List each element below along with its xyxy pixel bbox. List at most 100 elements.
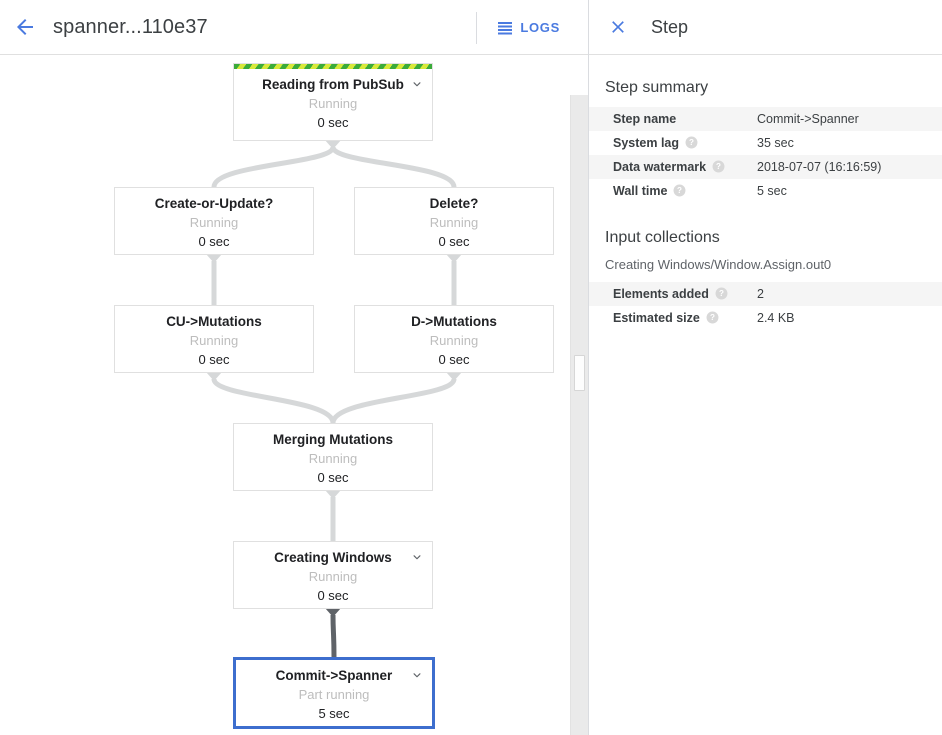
chevron-down-icon[interactable] [410, 77, 424, 91]
help-icon[interactable]: ? [706, 311, 719, 324]
node-elapsed-time: 0 sec [198, 350, 229, 369]
node-status: Running [430, 213, 478, 232]
node-title: Merging Mutations [273, 430, 393, 449]
row-key: Elements added? [589, 282, 757, 306]
step-summary-heading: Step summary [589, 79, 942, 107]
node-elapsed-time: 0 sec [438, 232, 469, 251]
node-body: Merging MutationsRunning0 sec [234, 424, 432, 495]
row-value: 2.4 KB [757, 306, 942, 330]
section-spacer [589, 203, 942, 229]
svg-text:?: ? [719, 289, 724, 298]
toolbar-divider [476, 12, 477, 44]
table-row: Data watermark?2018-07-07 (16:16:59) [589, 155, 942, 179]
row-value: 35 sec [757, 131, 942, 155]
help-icon[interactable]: ? [673, 184, 686, 197]
table-row: Wall time?5 sec [589, 179, 942, 203]
node-title: Commit->Spanner [276, 666, 393, 685]
row-value: 5 sec [757, 179, 942, 203]
node-elapsed-time: 0 sec [317, 113, 348, 132]
graph-node-d-mutations[interactable]: D->MutationsRunning0 sec [354, 305, 554, 373]
node-body: Create-or-Update?Running0 sec [115, 188, 313, 259]
node-elapsed-time: 0 sec [438, 350, 469, 369]
graph-node-creating-windows[interactable]: Creating WindowsRunning0 sec [233, 541, 433, 609]
chevron-down-icon[interactable] [410, 550, 424, 564]
node-title: Creating Windows [274, 548, 392, 567]
node-body: Delete?Running0 sec [355, 188, 553, 259]
row-key: System lag? [589, 131, 757, 155]
node-elapsed-time: 0 sec [198, 232, 229, 251]
job-topbar: spanner...110e37 LOGS [0, 0, 588, 55]
node-body: Creating WindowsRunning0 sec [234, 542, 432, 613]
arrow-back-icon[interactable] [13, 15, 37, 39]
table-row: Step nameCommit->Spanner [589, 107, 942, 131]
node-status: Running [309, 94, 357, 113]
node-title: D->Mutations [411, 312, 497, 331]
node-title: Reading from PubSub [262, 75, 404, 94]
graph-scrollbar-thumb[interactable] [574, 355, 585, 391]
logs-list-icon [497, 20, 513, 36]
page-title: spanner...110e37 [53, 15, 208, 39]
step-details-pane: Step Step summary Step nameCommit->Spann… [589, 0, 942, 735]
node-title: Create-or-Update? [155, 194, 274, 213]
graph-edge [214, 379, 333, 423]
input-collections-heading: Input collections [589, 229, 942, 257]
node-status: Running [430, 331, 478, 350]
graph-edge [333, 615, 334, 657]
row-key: Wall time? [589, 179, 757, 203]
node-elapsed-time: 0 sec [317, 586, 348, 605]
step-panel-content: Step summary Step nameCommit->SpannerSys… [589, 55, 942, 330]
graph-node-reading-from-pubsub[interactable]: Reading from PubSubRunning0 sec [233, 63, 433, 141]
input-collection-name: Creating Windows/Window.Assign.out0 [589, 257, 942, 282]
help-icon[interactable]: ? [685, 136, 698, 149]
step-panel-header: Step [589, 0, 942, 55]
row-value: 2 [757, 282, 942, 306]
graph-edge-arrow [325, 140, 341, 149]
node-body: D->MutationsRunning0 sec [355, 306, 553, 377]
graph-edge [333, 379, 454, 423]
svg-text:?: ? [677, 186, 682, 195]
table-row: Elements added?2 [589, 282, 942, 306]
row-key: Step name [589, 107, 757, 131]
graph-node-commit-spanner[interactable]: Commit->SpannerPart running5 sec [233, 657, 435, 729]
node-status: Running [190, 331, 238, 350]
svg-text:?: ? [716, 162, 721, 171]
logs-button-label: LOGS [520, 20, 560, 35]
table-row: Estimated size?2.4 KB [589, 306, 942, 330]
node-title: CU->Mutations [166, 312, 262, 331]
row-key: Data watermark? [589, 155, 757, 179]
row-value: Commit->Spanner [757, 107, 942, 131]
graph-node-delete[interactable]: Delete?Running0 sec [354, 187, 554, 255]
logs-button[interactable]: LOGS [497, 20, 560, 36]
step-summary-table: Step nameCommit->SpannerSystem lag?35 se… [589, 107, 942, 203]
node-status: Running [190, 213, 238, 232]
svg-text:?: ? [710, 313, 715, 322]
help-icon[interactable]: ? [715, 287, 728, 300]
node-status: Running [309, 567, 357, 586]
step-panel-title: Step [651, 17, 688, 38]
row-key: Estimated size? [589, 306, 757, 330]
graph-node-create-or-update[interactable]: Create-or-Update?Running0 sec [114, 187, 314, 255]
job-graph-canvas[interactable]: Reading from PubSubRunning0 secCreate-or… [0, 55, 589, 735]
chevron-down-icon[interactable] [410, 668, 424, 682]
row-value: 2018-07-07 (16:16:59) [757, 155, 942, 179]
graph-edge [214, 147, 333, 187]
node-elapsed-time: 0 sec [317, 468, 348, 487]
node-title: Delete? [430, 194, 479, 213]
node-status: Running [309, 449, 357, 468]
node-body: CU->MutationsRunning0 sec [115, 306, 313, 377]
node-status: Part running [299, 685, 370, 704]
table-row: System lag?35 sec [589, 131, 942, 155]
close-icon[interactable] [607, 16, 629, 38]
node-elapsed-time: 5 sec [318, 704, 349, 723]
graph-edges [0, 55, 589, 735]
graph-vertical-scrollbar[interactable] [570, 95, 588, 735]
help-icon[interactable]: ? [712, 160, 725, 173]
svg-text:?: ? [689, 138, 694, 147]
graph-node-cu-mutations[interactable]: CU->MutationsRunning0 sec [114, 305, 314, 373]
graph-edge [333, 147, 454, 187]
input-collections-table: Elements added?2Estimated size?2.4 KB [589, 282, 942, 330]
graph-node-merging-mutations[interactable]: Merging MutationsRunning0 sec [233, 423, 433, 491]
topbar-actions: LOGS [476, 0, 588, 55]
node-body: Reading from PubSubRunning0 sec [234, 69, 432, 140]
